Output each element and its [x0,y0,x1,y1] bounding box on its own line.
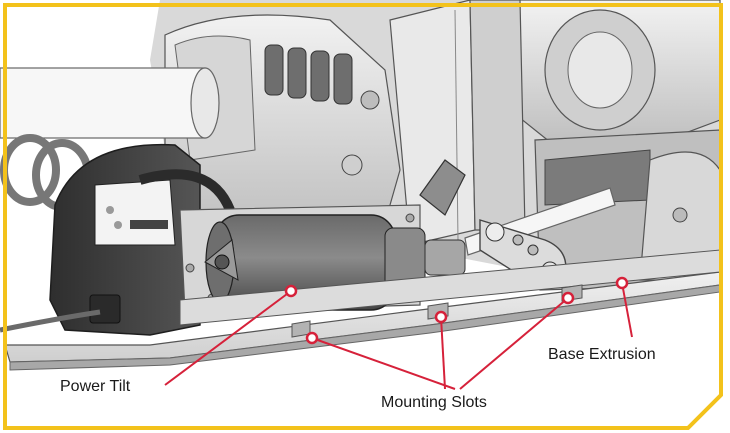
upper-housing-right [469,0,721,291]
marker-slot-3 [561,291,575,305]
leader-slot-3 [459,297,569,390]
frame-border [3,3,723,430]
leader-slot-2 [440,316,446,390]
marker-base-extrusion [615,276,629,290]
leader-base-extrusion [621,282,633,338]
power-cord [0,309,101,333]
marker-slot-2 [434,310,448,324]
power-tilt-cover [49,143,235,336]
callout-markers [284,276,629,345]
leader-power-tilt [164,290,292,386]
label-mounting-slots: Mounting Slots [381,394,487,411]
shaft-tube [0,67,220,139]
leader-slot-1 [311,337,456,390]
callout-leaders [164,282,633,390]
marker-power-tilt [284,284,298,298]
label-power-tilt: Power Tilt [60,378,131,395]
label-base-extrusion: Base Extrusion [548,346,656,363]
marker-slot-1 [305,331,319,345]
